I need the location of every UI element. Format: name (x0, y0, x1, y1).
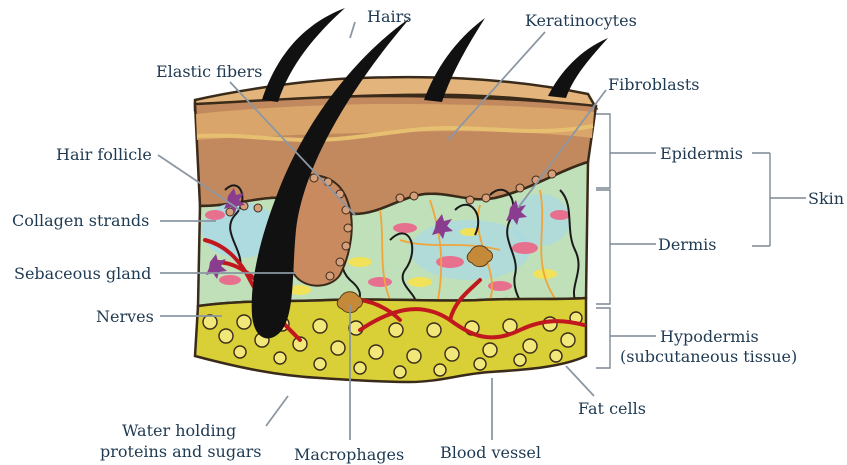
leader-line-fat-cells (566, 366, 594, 396)
follicle-cell (342, 242, 350, 250)
bracket-epidermis (596, 114, 610, 188)
fat-cell (474, 358, 486, 370)
yellow-blob (408, 277, 432, 287)
follicle-cell (516, 184, 524, 192)
fat-cell (313, 319, 327, 333)
leader-line-water (266, 396, 288, 426)
label-nerves: Nerves (96, 307, 154, 326)
collagen-blob (512, 242, 538, 254)
collagen-blob (219, 275, 241, 285)
fat-cell (434, 364, 446, 376)
fat-cell (550, 350, 562, 362)
label-collagen-strands: Collagen strands (12, 211, 149, 230)
dermis-blue-patch (510, 194, 570, 246)
label-water-holding-1: Water holding (122, 421, 236, 440)
follicle-cell (482, 194, 490, 202)
follicle-cell (396, 194, 404, 202)
collagen-blob (550, 210, 570, 220)
follicle-cell (410, 192, 418, 200)
label-fibroblasts: Fibroblasts (608, 75, 700, 94)
fat-cell (331, 341, 345, 355)
collagen-blob (436, 256, 464, 268)
fat-cell (483, 343, 497, 357)
label-sebaceous-gland: Sebaceous gland (14, 264, 151, 283)
hair-strand (548, 38, 608, 98)
label-epidermis: Epidermis (660, 144, 743, 163)
fat-cell (407, 349, 421, 363)
follicle-cell (548, 170, 556, 178)
yellow-blob (348, 257, 372, 267)
label-skin: Skin (808, 189, 844, 208)
label-hypodermis-2: (subcutaneous tissue) (620, 347, 797, 366)
leader-line-hairs (350, 22, 355, 38)
fat-cell (523, 339, 537, 353)
collagen-blob (393, 223, 417, 233)
follicle-cell (254, 204, 262, 212)
label-fat-cells: Fat cells (578, 399, 646, 418)
label-hypodermis-1: Hypodermis (660, 327, 759, 346)
fat-cell (354, 362, 366, 374)
label-blood-vessel: Blood vessel (440, 443, 541, 462)
fat-cell (369, 345, 383, 359)
label-keratinocytes: Keratinocytes (525, 11, 637, 30)
collagen-blob (368, 277, 392, 287)
fat-cell (514, 354, 526, 366)
fat-cell (203, 315, 217, 329)
follicle-cell (336, 258, 344, 266)
follicle-cell (326, 272, 334, 280)
label-hairs: Hairs (367, 7, 411, 26)
label-macrophages: Macrophages (294, 445, 404, 464)
label-water-holding-2: proteins and sugars (100, 442, 261, 461)
fat-cell (274, 352, 286, 364)
fat-cell (237, 315, 251, 329)
fat-cell (427, 323, 441, 337)
fat-cell (445, 347, 459, 361)
label-hair-follicle: Hair follicle (56, 145, 152, 164)
fat-cell (394, 366, 406, 378)
follicle-cell (466, 196, 474, 204)
collagen-blob (205, 210, 225, 220)
fat-cell (389, 323, 403, 337)
follicle-cell (344, 224, 352, 232)
label-elastic-fibers: Elastic fibers (156, 62, 262, 81)
bracket-hypodermis (596, 308, 610, 368)
fat-cell (561, 333, 575, 347)
fat-cell (314, 358, 326, 370)
label-dermis: Dermis (658, 235, 716, 254)
fat-cell (234, 346, 246, 358)
bracket-dermis (596, 190, 610, 304)
fat-cell (219, 329, 233, 343)
